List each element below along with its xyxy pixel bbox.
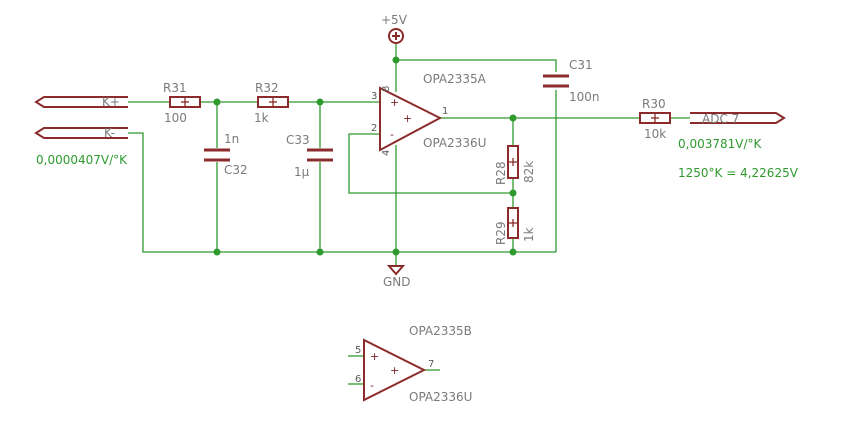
- opamp-a-pin-plus: 3: [371, 91, 377, 102]
- resistor-r32-name: R32: [255, 81, 279, 95]
- capacitor-c33-value: 1µ: [294, 165, 310, 179]
- port-k-minus[interactable]: K-: [34, 126, 128, 140]
- supply-symbol: +5V: [381, 13, 408, 44]
- opamp-a-pin-out: 1: [442, 106, 448, 117]
- capacitor-c31-value: 100n: [569, 90, 600, 104]
- opamp-a-plus-sign: +: [390, 96, 399, 109]
- wire-feedback: [348, 133, 513, 194]
- junction: [316, 98, 324, 106]
- junctions: [213, 56, 517, 256]
- resistor-r32[interactable]: R32 1k: [254, 81, 289, 125]
- opamp-a-pin-vcc: 8: [381, 86, 392, 92]
- opamp-a[interactable]: + - + 3 2 1 8 4 OPA2335A OPA2336U: [371, 72, 487, 156]
- opamp-a-pin-gnd: 4: [381, 150, 392, 156]
- wires: [128, 44, 690, 385]
- capacitor-c32-name: C32: [224, 163, 248, 177]
- port-adc-shape: [690, 112, 786, 124]
- resistor-r32-value: 1k: [254, 111, 269, 125]
- opamp-b-center-sign: +: [390, 364, 399, 377]
- opamp-a-triangle-icon: [379, 86, 443, 152]
- resistor-r28[interactable]: R28 82k: [494, 145, 536, 185]
- resistor-r29-name: R29: [494, 221, 508, 245]
- resistor-r28-name: R28: [494, 161, 508, 185]
- resistor-r29-value: 1k: [522, 227, 536, 242]
- opamp-b-value: OPA2336U: [409, 390, 472, 404]
- supply-circle-icon: [388, 28, 404, 44]
- port-k-minus-label: K-: [104, 126, 115, 140]
- port-adc[interactable]: ADC 7: [690, 112, 786, 126]
- junction: [392, 56, 400, 64]
- opamp-b-pin-out: 7: [428, 359, 434, 370]
- resistor-r31-name: R31: [163, 81, 187, 95]
- note-example: 1250°K = 4,22625V: [678, 166, 799, 180]
- opamp-b-minus-sign: -: [370, 379, 374, 392]
- junction: [213, 248, 221, 256]
- opamp-a-pin-minus: 2: [371, 123, 377, 134]
- resistor-r31-value: 100: [164, 111, 187, 125]
- opamp-b-pin-minus: 6: [355, 374, 361, 385]
- supply-label: +5V: [381, 13, 408, 27]
- opamp-a-value: OPA2336U: [423, 136, 486, 150]
- wire-vcc-c31: [396, 59, 557, 72]
- note-sensitivity-out: 0,003781V/°K: [678, 137, 763, 151]
- opamp-b-pin-plus: 5: [355, 345, 361, 356]
- capacitor-c31[interactable]: C31 100n: [543, 58, 600, 104]
- opamp-b-plus-sign: +: [370, 350, 379, 363]
- opamp-b-triangle-icon: [363, 338, 427, 402]
- junction: [509, 248, 517, 256]
- opamp-a-name: OPA2335A: [423, 72, 487, 86]
- capacitor-c31-name: C31: [569, 58, 593, 72]
- junction: [509, 114, 517, 122]
- port-k-plus-shape: [34, 96, 128, 108]
- ground-triangle-icon: [386, 265, 406, 276]
- ground-symbol: GND: [383, 265, 411, 289]
- resistor-r29[interactable]: R29 1k: [494, 207, 536, 245]
- port-k-plus-label: K+: [102, 95, 120, 109]
- resistor-r28-value: 82k: [522, 161, 536, 183]
- opamp-a-center-sign: +: [403, 112, 412, 125]
- capacitor-c33-name: C33: [286, 133, 310, 147]
- resistor-r30-name: R30: [642, 97, 666, 111]
- junction: [509, 189, 517, 197]
- junction: [316, 248, 324, 256]
- port-k-plus[interactable]: K+: [34, 95, 128, 109]
- port-adc-label: ADC 7: [702, 112, 739, 126]
- capacitor-c32[interactable]: 1n C32: [204, 132, 248, 177]
- junction: [392, 248, 400, 256]
- wire-kminus-ground: [128, 132, 556, 253]
- resistor-r31[interactable]: R31 100: [163, 81, 201, 125]
- ground-label: GND: [383, 275, 411, 289]
- opamp-b[interactable]: + - + 5 6 7 OPA2335B OPA2336U: [355, 324, 472, 404]
- note-sensitivity-in: 0,0000407V/°K: [36, 153, 128, 167]
- capacitor-c33[interactable]: C33 1µ: [286, 133, 333, 179]
- port-k-minus-shape: [34, 127, 128, 139]
- capacitor-c32-value: 1n: [224, 132, 239, 146]
- annotations: 0,0000407V/°K 0,003781V/°K 1250°K = 4,22…: [36, 137, 799, 180]
- resistor-r30-value: 10k: [644, 127, 666, 141]
- resistor-r30[interactable]: R30 10k: [639, 97, 671, 141]
- opamp-b-name: OPA2335B: [409, 324, 472, 338]
- opamp-a-minus-sign: -: [390, 128, 394, 141]
- junction: [213, 98, 221, 106]
